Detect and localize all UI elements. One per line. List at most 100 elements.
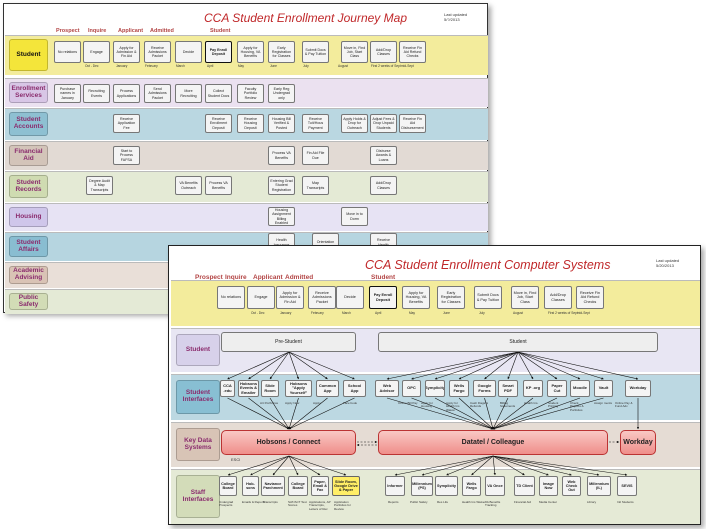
workday-system[interactable]: Workday [620, 430, 656, 455]
interface-school-app[interactable]: School App [343, 380, 366, 397]
interface-paper-cut[interactable]: Paper Cut [547, 380, 567, 397]
timeline-label: June [443, 311, 450, 315]
interface-google-forms[interactable]: Google Forms [473, 380, 496, 397]
interface-note: Student Printing [548, 401, 559, 409]
interface-web-advisor[interactable]: Web Advisor [375, 380, 399, 397]
staff-note: Transcripts [263, 500, 278, 504]
interface-moodle[interactable]: Moodle [570, 380, 590, 397]
staff-note: Reports [388, 500, 399, 504]
student-step: Decide [175, 41, 202, 63]
lane-label-0: Student [9, 39, 48, 71]
student-step: Early Registration for Classes [437, 286, 465, 309]
staff-interface-8[interactable]: Symplicity [435, 476, 458, 496]
process-step: Housing Assignment Billing Enabled [268, 207, 295, 226]
lane-label-0: Student [176, 334, 220, 366]
timeline-label: April [375, 311, 382, 315]
phase-label: Admitted [150, 28, 174, 34]
interface-hobsons-apply-yourself-[interactable]: Hobsons "Apply Yourself" [285, 380, 312, 397]
timeline-label: February [311, 311, 324, 315]
interface-note: Apply for Housing [421, 401, 433, 409]
staff-note: Public Safety [410, 500, 428, 504]
hobsons-connect-system[interactable]: Hobsons / Connect [221, 430, 356, 455]
process-step: VA Benefits Outreach [175, 176, 202, 195]
timeline-label: Oct - Dec [85, 64, 99, 68]
interface-hobsons-events-emailer[interactable]: Hobsons Events & Emailer [238, 380, 259, 397]
process-step: Adjust Fees & Drop Unpaid Students [370, 114, 397, 133]
staff-interface-15[interactable]: SEVIS [617, 476, 637, 496]
student-step: Move in, Find Job, Start Class [511, 286, 539, 309]
staff-note: Media Center [539, 500, 558, 504]
interface-note: Billing Statements [500, 401, 516, 409]
timeline-label: February [145, 64, 158, 68]
staff-note: Res Life [437, 500, 449, 504]
interface-opc[interactable]: OPC [402, 380, 421, 397]
process-step: Housing Bill Verified & Posted [268, 114, 295, 133]
phase-label: Applicant [253, 274, 283, 281]
interface-wells-fargo[interactable]: Wells Fargo [449, 380, 469, 397]
process-step: Process VA Benefits [268, 146, 295, 165]
student-step: Engage [83, 41, 110, 63]
staff-interface-12[interactable]: Image Now [539, 476, 558, 496]
swimlane [5, 203, 488, 231]
phase-label: Prospect [195, 274, 223, 281]
timeline-label: August [513, 311, 523, 315]
interface-note: Health Ins. [524, 401, 539, 405]
staff-interface-13[interactable]: Web Check Out [562, 476, 581, 496]
interface-common-app[interactable]: Common App [316, 380, 339, 397]
process-step: Collect Student Docs [205, 84, 232, 103]
process-step: Degree Audit & Map Transcripts [86, 176, 113, 195]
phase-label: Prospect [56, 28, 80, 34]
timeline-label: July [303, 64, 309, 68]
journey-map-title: CCA Student Enrollment Journey Map [204, 11, 407, 25]
computer-systems-slide: CCA Student Enrollment Computer Systems … [168, 245, 701, 525]
interface-kp-org[interactable]: KP .org [523, 380, 543, 397]
timeline-label: April [207, 64, 214, 68]
interface-note: Assign ments [594, 401, 613, 405]
student-step: Apply for Housing, VA Benefits [402, 286, 430, 309]
journey-last-updated: Last updated 5/?/2013 [444, 12, 468, 22]
lane-label-1: Student Interfaces [176, 380, 220, 414]
interface-workday[interactable]: Workday [625, 380, 651, 397]
staff-interface-2[interactable]: Naviance Parchment [261, 476, 285, 496]
staff-interface-4[interactable]: Paper, Email & Fax [311, 476, 329, 496]
staff-interface-7[interactable]: Millennium (PS) [411, 476, 433, 496]
student-step: Move in, Find Job, Start Class [341, 41, 368, 63]
interface-smart-pdf[interactable]: Smart PDF [498, 380, 518, 397]
staff-interface-9[interactable]: Wells Fargo [462, 476, 481, 496]
staff-interface-1[interactable]: Hob- sons [242, 476, 259, 496]
student-step: Receive Admissions Packet [308, 286, 336, 309]
interface-slide-room[interactable]: Slide Room [261, 380, 279, 397]
interface-note: Apply for Health Ins Waiver [446, 401, 460, 412]
staff-interface-0[interactable]: College Board [219, 476, 237, 496]
interface-symplicity[interactable]: Symplicity [425, 380, 445, 397]
process-step: Fin Aid File Due [302, 146, 329, 165]
staff-interface-6[interactable]: Informer [385, 476, 405, 496]
lane-label-2: Key Data Systems [176, 428, 220, 461]
interface-vault[interactable]: Vault [594, 380, 613, 397]
student-step: No relations [217, 286, 245, 309]
esci-label: ESCI [231, 457, 241, 462]
lane-label-3: Financial Aid [9, 145, 48, 166]
staff-interface-3[interactable]: College Board [288, 476, 308, 496]
timeline-label: August [338, 64, 348, 68]
datatel-colleague-system[interactable]: Datatel / Colleague [378, 430, 608, 455]
timeline-label: July [479, 311, 485, 315]
interface-cca-edu[interactable]: CCA .edu [220, 380, 235, 397]
student-step: Add/Drop Classes [544, 286, 572, 309]
journey-map-slide: CCA Student Enrollment Journey Map Last … [3, 3, 488, 314]
process-step: Process VA Benefits [205, 176, 232, 195]
staff-interface-11[interactable]: TD Client [514, 476, 535, 496]
process-step: Add/Drop Classes [370, 176, 397, 195]
process-step: Apply Holds & Drop for Outreach [341, 114, 368, 133]
process-step: Receive Enrollment Deposit [205, 114, 232, 133]
interface-note: Apply Now [285, 401, 300, 405]
phase-label: Applicant [118, 28, 144, 34]
lane-label-2: Student Accounts [9, 112, 48, 136]
staff-interface-10[interactable]: VA Once [485, 476, 505, 496]
staff-interface-14[interactable]: Millennium (IL) [587, 476, 611, 496]
student-step: No relations [54, 41, 81, 63]
student-step: Pay Enroll Deposit [205, 41, 232, 63]
phase-label: Inquire [88, 28, 107, 34]
timeline-label: June [270, 64, 277, 68]
staff-interface-5[interactable]: Slide Room, Google Drive & Paper [332, 476, 360, 496]
